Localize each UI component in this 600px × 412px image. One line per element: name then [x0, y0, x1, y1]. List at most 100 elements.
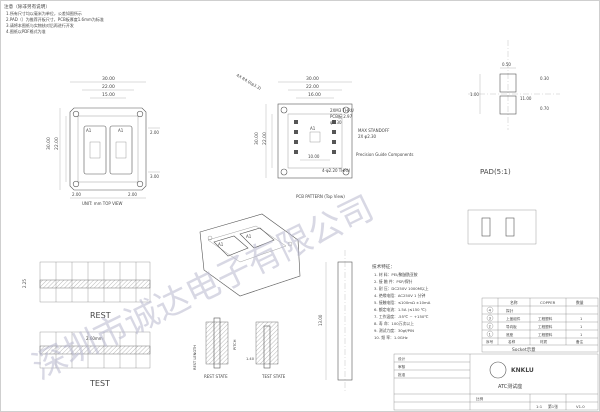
tb-row: 审核 [398, 364, 406, 369]
bom-cell: 工程塑料 [538, 332, 553, 337]
spec-line: 2. 接 触 件：PSP/探针 [374, 279, 412, 284]
socket-outline [69, 107, 147, 191]
dim-label: 22.00 [306, 84, 319, 90]
bom-header: COPPER [540, 300, 556, 305]
bom-cell: 3 [489, 317, 491, 321]
bom-cell: 1 [580, 333, 582, 337]
bom-header: 名称 [510, 300, 518, 305]
dim-label: 13.00 [318, 314, 323, 326]
dim-label: 3.00 [150, 174, 159, 179]
callout: φ1.30 [330, 120, 342, 125]
title-block: 设计 审核 批准 KNKLU ATC测试座 比例 1:1 第1张 V1.0 [393, 353, 599, 411]
dim-label: 30.00 [102, 76, 115, 82]
callout: 4X R4.0(φ3.3) [236, 73, 263, 91]
dim-label: REST LENGTH [193, 345, 197, 370]
note: Precision Guide Components [356, 152, 413, 157]
bom-header: 数量 [576, 300, 584, 305]
pin1-label: A1 [118, 128, 124, 133]
callout: PCB板 2.97 [330, 113, 353, 119]
spec-line: 8. 寿 命：100万次以上 [374, 321, 414, 326]
notes-title: 注意（除非另有说明） [4, 3, 50, 10]
front-view: 30.00 22.00 15.00 A1 A1 30.00 22.00 2.00… [46, 76, 160, 206]
test-section: TEST 2.60mm [39, 331, 151, 388]
bom-cell: 工程塑料 [538, 324, 553, 329]
pin1-label: A1 [310, 126, 316, 131]
state-label-rest: REST STATE [204, 374, 228, 379]
dim-label: 15.00 [102, 92, 115, 98]
spec-line: 1. 材 料：PEI/聚醚酰亚胺 [374, 272, 418, 277]
spec-line: 4. 绝缘电阻：AC250V 1 分钟 [374, 293, 425, 298]
mount-hole [72, 110, 80, 118]
mount-hole [136, 180, 144, 188]
state-label-test: TEST STATE [261, 374, 286, 379]
bom-footer: 材质 [540, 339, 548, 344]
view-caption: PAD(5:1) [480, 168, 511, 176]
footprint-detail [467, 209, 537, 245]
view-caption: UNIT: mm TOP VIEW [82, 201, 123, 206]
dim-label: 2.00 [128, 192, 137, 197]
bom-cell: 上盖组件 [506, 316, 521, 321]
dim-label: 2.25 [22, 279, 27, 288]
bom-cell: 1 [580, 317, 582, 321]
spec-line: 6. 额定电流：1.5A (≤150 ℃) [374, 307, 427, 312]
dim-label: 2.60mm [86, 336, 103, 341]
callout: 4-φ2.20 THRU [322, 168, 350, 173]
view-caption: PCB PATTERN (Top View) [296, 194, 345, 199]
bom-cell: 底座 [506, 332, 514, 337]
table-row: 4 探针 [486, 306, 514, 314]
bom-footer: 备注 [576, 339, 584, 344]
pin1-label: A1 [218, 242, 224, 247]
bom-footer: 名称 [508, 339, 516, 344]
dim-label: 16.00 [308, 92, 321, 98]
scale-label: 比例 [476, 396, 484, 401]
tb-row: 设计 [398, 356, 406, 361]
dim-label: 10.00 [308, 154, 320, 159]
spec-line: 5. 接触电阻：≤100mΩ ±10mA [374, 300, 431, 305]
pad-array [294, 120, 336, 154]
section-label-rest: REST [90, 311, 111, 320]
notes-block: 注意（除非另有说明） 1.所有尺寸均以毫米为单位，公差如图所示 2.PAD（）为… [4, 3, 104, 34]
version: V1.0 [576, 404, 585, 409]
dim-label: 30.00 [46, 137, 52, 150]
note-line: 3.请将本图纸与实物核对后再进行开发 [6, 22, 74, 28]
company-logo [489, 361, 507, 379]
callout: 2XM3 THRU [330, 108, 354, 113]
spec-block: 技术特征： 1. 材 料：PEI/聚醚酰亚胺 2. 接 触 件：PSP/探针 3… [372, 263, 431, 340]
note-line: 4.图纸以PDF格式为准 [6, 28, 46, 34]
dim-label: 11.00 [520, 96, 532, 101]
callout: 2X φ2.30 [358, 134, 377, 139]
mount-hole [136, 110, 144, 118]
bom-table: 名称 COPPER 数量 4 探针 3 上盖组件 工程塑料 1 2 导向板 工程… [481, 297, 599, 353]
section-label-test: TEST [89, 379, 110, 388]
callout: MAX STANDOFF [358, 128, 390, 133]
dim-label: 0.70 [540, 106, 549, 111]
chip-cavity [83, 125, 107, 175]
scale-value: 1:1 [536, 404, 543, 409]
state-views: REST LENGTH PITCH REST STATE 1.40 TEST S… [193, 317, 286, 379]
sheet-number: 第1张 [548, 404, 558, 409]
dim-label: 0.30 [540, 76, 549, 81]
note-line: 2.PAD（）为推荐开板尺寸，PCB板厚度1.6mm为标准 [6, 16, 104, 22]
side-profile-view: 13.00 [318, 250, 353, 392]
bom-cell: 1 [489, 333, 491, 337]
note-line: 1.所有尺寸均以毫米为单位，公差如图所示 [6, 10, 82, 16]
rest-section: REST 2.25 [22, 261, 151, 320]
dim-label: PITCH [233, 339, 237, 350]
pad-detail-view: 0.50 1.00 11.00 0.30 0.70 PAD(5:1) [468, 40, 560, 176]
pin1-label: A1 [246, 234, 252, 239]
dim-label: 1.40 [246, 357, 255, 361]
dim-label: 22.00 [102, 84, 115, 90]
dim-label: 30.00 [254, 132, 260, 145]
dim-label: 2.00 [150, 130, 159, 135]
bom-cell: 2 [489, 325, 491, 329]
table-row: 3 上盖组件 工程塑料 1 [486, 314, 582, 322]
spec-line: 9. 测试力度：30gf/PIN [374, 328, 414, 333]
table-row: 1 底座 工程塑料 1 [486, 330, 582, 338]
spec-line: 7. 工作温度：-55℃ ~ +150℃ [374, 314, 429, 319]
chip-cavity [109, 125, 133, 175]
isometric-view: A1 A1 [199, 213, 301, 297]
dim-label: 0.50 [502, 62, 511, 67]
company-name: KNKLU [511, 367, 534, 374]
